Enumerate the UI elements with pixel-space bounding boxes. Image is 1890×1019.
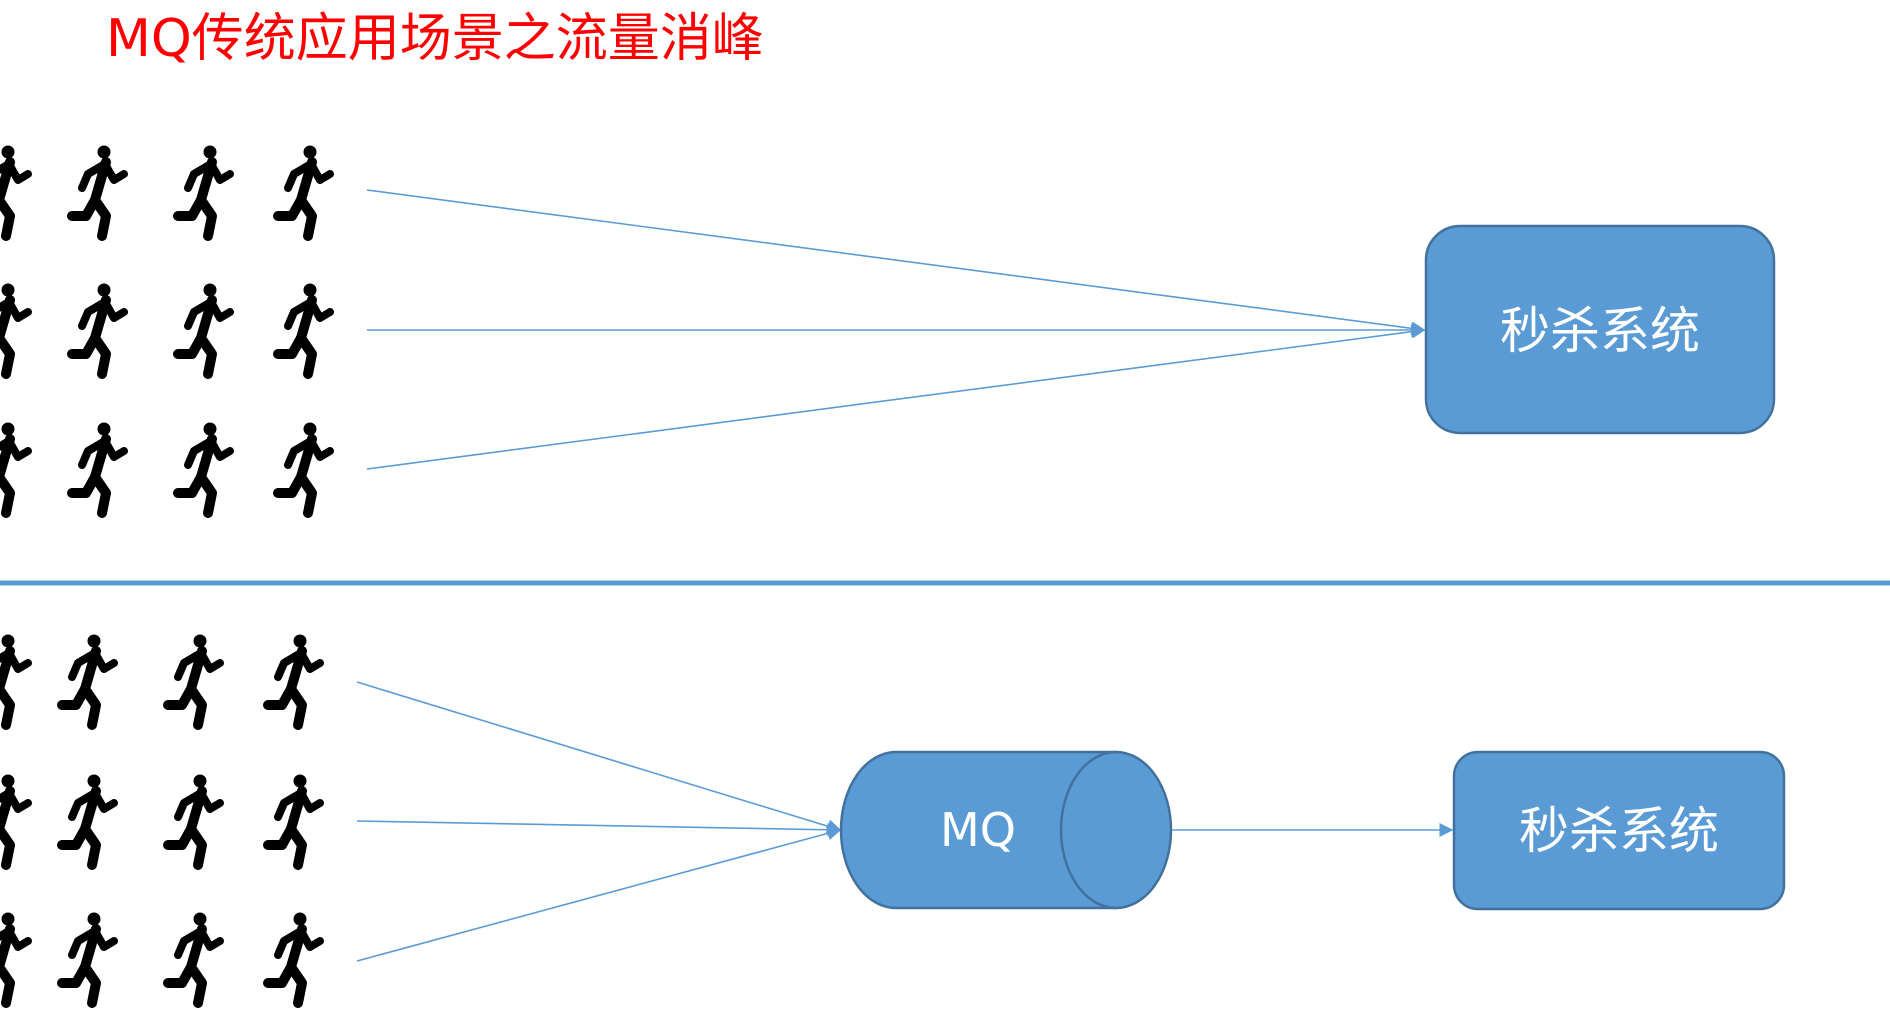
running-person-icon <box>0 423 28 514</box>
running-person-icon <box>0 635 28 726</box>
running-person-icon <box>0 775 28 866</box>
running-person-icon <box>168 913 220 1004</box>
seckill-system-label: 秒杀系统 <box>1500 302 1700 360</box>
running-person-icon <box>268 913 320 1004</box>
top-runner-group <box>0 146 330 514</box>
running-person-icon <box>72 284 124 375</box>
request-arrow <box>356 826 842 962</box>
running-person-icon <box>278 146 330 237</box>
bottom-runner-group <box>0 635 320 1004</box>
mq-label: MQ <box>940 803 1016 857</box>
running-person-icon <box>0 284 28 375</box>
seckill-system-box-bottom: 秒杀系统 <box>1452 750 1786 911</box>
seckill-system-box-top: 秒杀系统 <box>1424 224 1776 435</box>
running-person-icon <box>278 423 330 514</box>
request-arrow <box>356 681 842 834</box>
running-person-icon <box>178 423 230 514</box>
diagram-title: MQ传统应用场景之流量消峰 <box>106 9 764 69</box>
mq-queue-cylinder: MQ <box>839 750 1173 910</box>
running-person-icon <box>168 635 220 726</box>
request-arrow <box>366 324 1426 470</box>
running-person-icon <box>72 423 124 514</box>
seckill-system-label: 秒杀系统 <box>1519 802 1719 860</box>
running-person-icon <box>0 913 28 1004</box>
running-person-icon <box>62 635 114 726</box>
running-person-icon <box>178 146 230 237</box>
request-arrow <box>366 189 1426 336</box>
running-person-icon <box>62 775 114 866</box>
running-person-icon <box>62 913 114 1004</box>
running-person-icon <box>268 775 320 866</box>
running-person-icon <box>178 284 230 375</box>
running-person-icon <box>168 775 220 866</box>
request-arrow <box>356 820 842 837</box>
running-person-icon <box>278 284 330 375</box>
running-person-icon <box>72 146 124 237</box>
running-person-icon <box>0 146 28 237</box>
running-person-icon <box>268 635 320 726</box>
